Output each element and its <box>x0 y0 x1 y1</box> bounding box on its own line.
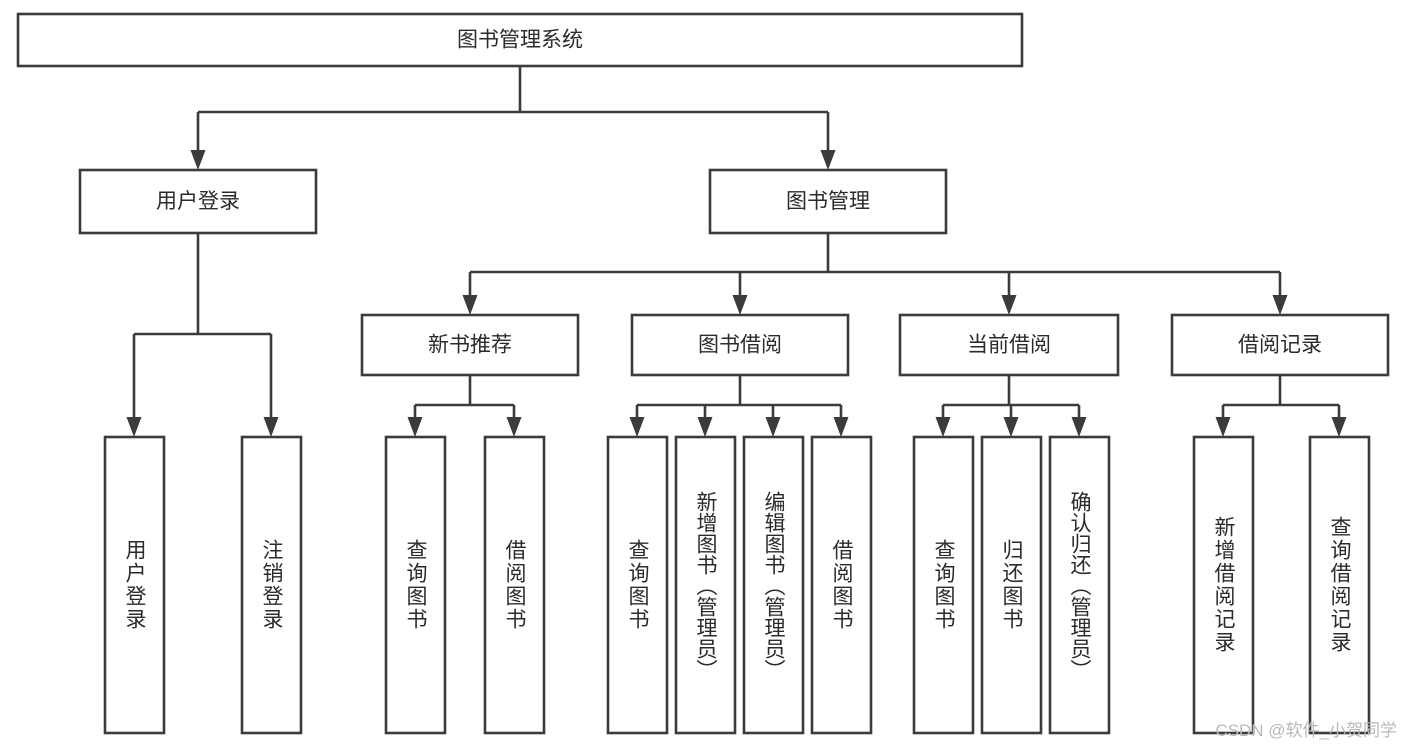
leaf-10-确认归还管理员-box <box>1048 435 1111 735</box>
group-1-leaf-2-arrowhead <box>765 417 781 437</box>
group-2-leaf-0-arrowhead <box>935 417 951 437</box>
leaf-5-新增图书管理员-box <box>674 435 737 735</box>
group-0-leaf-1-arrowhead <box>506 417 522 437</box>
group-3-leaf-1-arrowhead <box>1331 417 1347 437</box>
node-图书借阅-label: 图书借阅 <box>698 334 782 357</box>
root-node-label: 图书管理系统 <box>457 29 583 52</box>
group-1-leaf-1-arrowhead <box>697 417 713 437</box>
node-当前借阅-label: 当前借阅 <box>967 334 1051 357</box>
node-借阅记录-box <box>1170 313 1390 377</box>
node-当前借阅-box <box>898 313 1120 377</box>
leaf-6-编辑图书管理员-box <box>742 435 805 735</box>
group-3-leaf-0-arrowhead <box>1215 417 1231 437</box>
login-branch-0-arrowhead <box>126 417 142 437</box>
leaf-0-用户登录-box <box>103 435 166 735</box>
csdn-watermark: CSDN @软件_小贺同学 <box>1215 721 1397 740</box>
node-boxes-layer <box>16 12 1390 735</box>
group-2-leaf-1-arrowhead <box>1003 417 1019 437</box>
leaf-3-借阅图书-box <box>483 435 546 735</box>
node-图书借阅-box <box>630 313 850 377</box>
group-1-leaf-3-arrowhead <box>833 417 849 437</box>
leaf-4-查询图书-box <box>606 435 669 735</box>
books-branch-2-arrowhead <box>1001 295 1017 315</box>
node-图书管理-label: 图书管理 <box>786 190 870 213</box>
connectors-layer <box>126 66 1347 437</box>
group-2-leaf-2-arrowhead <box>1071 417 1087 437</box>
node-借阅记录-label: 借阅记录 <box>1238 334 1322 357</box>
group-0-leaf-0-arrowhead <box>407 417 423 437</box>
node-用户登录-box <box>78 168 318 235</box>
leaf-1-注销登录-box <box>240 435 303 735</box>
node-图书管理-box <box>708 168 948 235</box>
books-branch-1-arrowhead <box>732 295 748 315</box>
leaf-2-查询图书-box <box>384 435 447 735</box>
books-branch-3-arrowhead <box>1272 295 1288 315</box>
leaf-7-借阅图书-box <box>810 435 873 735</box>
leaf-11-新增借阅记录-box <box>1192 435 1255 735</box>
leaf-9-归还图书-box <box>980 435 1043 735</box>
login-branch-1-arrowhead <box>263 417 279 437</box>
node-用户登录-label: 用户登录 <box>156 190 240 213</box>
node-新书推荐-label: 新书推荐 <box>428 334 512 357</box>
node-新书推荐-box <box>360 313 580 377</box>
group-1-leaf-0-arrowhead <box>629 417 645 437</box>
books-branch-0-arrowhead <box>462 295 478 315</box>
leaf-8-查询图书-box <box>912 435 975 735</box>
root-branch-0-arrowhead <box>190 150 206 170</box>
leaf-12-查询借阅记录-box <box>1308 435 1371 735</box>
root-node-box <box>16 12 1024 68</box>
root-branch-1-arrowhead <box>820 150 836 170</box>
